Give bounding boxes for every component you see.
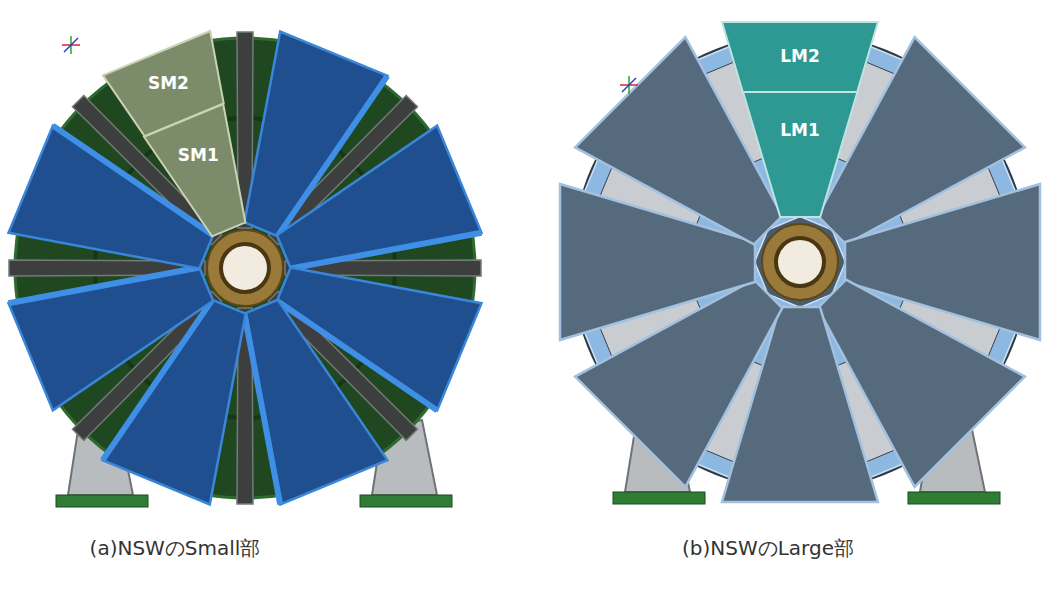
hub-ring bbox=[207, 230, 283, 306]
base-plate bbox=[613, 492, 705, 504]
text-holder: (a)NSWのSmall部 bbox=[90, 536, 261, 560]
figure-caption: (b)NSWのLarge部 bbox=[682, 536, 854, 560]
text-holder: SM1 bbox=[178, 146, 219, 165]
hub-hole bbox=[221, 244, 269, 292]
sector-shape bbox=[743, 92, 857, 217]
hub-hole bbox=[776, 238, 824, 286]
module-label: SM2 bbox=[148, 73, 189, 93]
small-sector bbox=[277, 126, 482, 269]
figure-caption: (a)NSWのSmall部 bbox=[90, 536, 261, 560]
module-label: SM1 bbox=[178, 145, 219, 165]
text-holder: LM1 bbox=[780, 121, 820, 140]
detector-sector: SM1 bbox=[142, 102, 247, 238]
base-plate bbox=[56, 495, 148, 507]
axis-icon bbox=[62, 36, 80, 54]
small-sector bbox=[9, 267, 214, 410]
axis-line bbox=[64, 38, 78, 52]
small-sector bbox=[244, 300, 387, 505]
text-holder: SM2 bbox=[148, 74, 189, 93]
sector-edge bbox=[8, 267, 199, 303]
detector-sector: LM1 bbox=[741, 90, 859, 219]
axis-icon bbox=[620, 76, 638, 94]
sector-edge bbox=[244, 314, 280, 505]
small-wheel bbox=[8, 32, 481, 508]
text-holder: LM2 bbox=[780, 47, 820, 66]
text-holder: (b)NSWのLarge部 bbox=[682, 536, 854, 560]
hub-ring bbox=[762, 224, 838, 300]
sector-edge bbox=[291, 233, 482, 269]
module-label: LM1 bbox=[780, 120, 820, 140]
large-wheel bbox=[560, 32, 1040, 504]
axis-line bbox=[622, 78, 636, 92]
sector-outline bbox=[741, 90, 859, 219]
sector-shape bbox=[144, 104, 245, 236]
detector-sector: LM2 bbox=[720, 20, 880, 94]
module-label: LM2 bbox=[780, 46, 820, 66]
sector-outline bbox=[142, 102, 247, 238]
base-plate bbox=[908, 492, 1000, 504]
sector-shape bbox=[722, 22, 878, 92]
base-plate bbox=[360, 495, 452, 507]
